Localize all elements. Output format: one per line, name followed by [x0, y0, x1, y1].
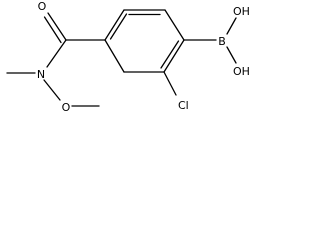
bond-carbonyl-to-nitrogen — [46, 39, 67, 68]
ring-bond-lower-right-inner — [160, 40, 180, 69]
ring-bond-upper-left-inner — [109, 13, 128, 40]
bond-boron-to-oh-upper — [226, 17, 237, 35]
bond-boron-to-oh-lower — [226, 46, 237, 64]
amide-nitrogen-label: N — [37, 68, 45, 81]
ring-bond-upper-left — [104, 9, 125, 41]
ring-bond-upper-right — [164, 9, 185, 41]
hydroxyl-upper-label: OH — [233, 5, 250, 18]
bond-carbonyl-double-a — [47, 12, 67, 41]
ring-bond-lower-left — [104, 39, 125, 73]
methoxy-oxygen-label: O — [62, 101, 71, 114]
hydroxyl-lower-label: OH — [233, 65, 250, 78]
chlorine-label: Cl — [178, 99, 189, 112]
bond-carbonyl-double-b — [43, 16, 62, 44]
bond-nitrogen-to-oxygen — [43, 79, 61, 101]
bond-ring-to-chlorine — [163, 71, 177, 96]
ring-bond-lower-right — [163, 39, 185, 73]
carbonyl-oxygen-label: O — [38, 0, 47, 13]
boron-label: B — [218, 35, 226, 48]
bonds — [6, 9, 237, 107]
atom-labels: O N O Cl B OH OH — [37, 0, 250, 114]
chemical-structure: O N O Cl B OH OH — [6, 0, 250, 114]
